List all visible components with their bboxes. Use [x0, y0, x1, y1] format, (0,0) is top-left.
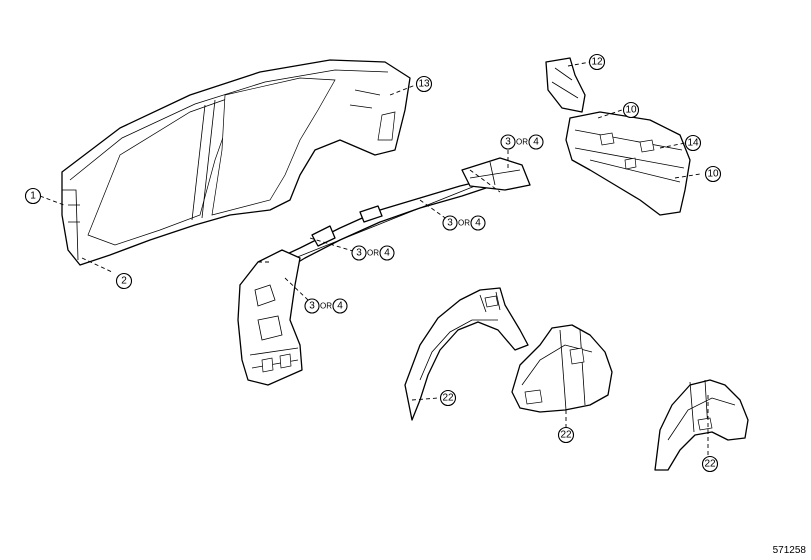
svg-text:3: 3	[356, 248, 362, 259]
callout-22-right: 22	[701, 455, 719, 473]
callout-2-label: 2	[121, 276, 127, 287]
callout-10-lower: 10	[704, 165, 722, 183]
rear-wheelhouse-inner	[511, 324, 613, 413]
alt-callout-top: 3 OR 4	[500, 134, 544, 150]
callout-22-center-label: 22	[560, 430, 572, 441]
callout-1: 1	[24, 187, 42, 205]
svg-text:4: 4	[384, 248, 390, 259]
svg-text:3: 3	[505, 137, 511, 148]
callout-1-label: 1	[30, 191, 36, 202]
svg-text:OR: OR	[367, 249, 379, 258]
svg-text:OR: OR	[320, 302, 332, 311]
callout-2: 2	[115, 272, 133, 290]
callout-22-left-label: 22	[442, 393, 454, 404]
rear-wheelhouse-outer	[404, 287, 529, 421]
quarter-inner-upper-piece	[545, 57, 586, 113]
svg-text:4: 4	[337, 301, 343, 312]
callout-10-upper-label: 10	[625, 105, 637, 116]
roof-rail-rear-piece	[461, 157, 531, 191]
alt-callout-middle: 3 OR 4	[351, 245, 395, 261]
rear-wheelhouse-extension	[654, 379, 749, 471]
callout-14: 14	[684, 134, 702, 152]
callout-12: 12	[588, 53, 606, 71]
svg-text:4: 4	[475, 218, 481, 229]
callout-13-label: 13	[418, 79, 430, 90]
svg-text:3: 3	[447, 218, 453, 229]
callout-22-center: 22	[557, 426, 575, 444]
callout-10-upper: 10	[622, 101, 640, 119]
callout-10-lower-label: 10	[707, 169, 719, 180]
illustration-code: 571258	[773, 545, 807, 556]
body-side-outer-panel	[61, 59, 411, 266]
callout-22-right-label: 22	[704, 459, 716, 470]
callout-14-label: 14	[687, 138, 699, 149]
back-panel	[565, 111, 691, 216]
alt-callout-right: 3 OR 4	[442, 215, 486, 231]
svg-text:3: 3	[309, 301, 315, 312]
front-pillar-panel	[237, 249, 303, 386]
callout-22-left: 22	[439, 389, 457, 407]
svg-text:OR: OR	[458, 219, 470, 228]
callout-13: 13	[415, 75, 433, 93]
callout-12-label: 12	[591, 57, 603, 68]
svg-text:OR: OR	[516, 138, 528, 147]
svg-text:4: 4	[533, 137, 539, 148]
alt-callout-lower: 3 OR 4	[304, 298, 348, 314]
